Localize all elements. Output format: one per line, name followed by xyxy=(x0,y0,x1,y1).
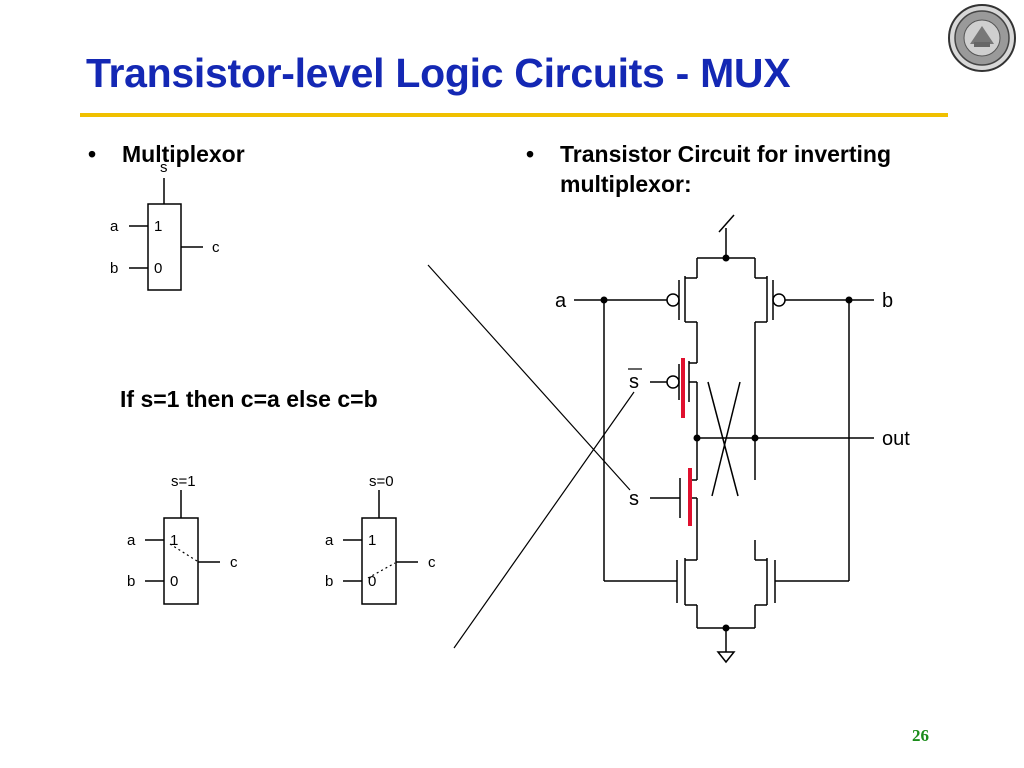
mux-s0-input-b-label: b xyxy=(325,573,333,590)
mux-s1-output-label: c xyxy=(230,554,238,571)
mux-select-label: s xyxy=(160,159,168,176)
bullet-multiplexor: • Multiplexor xyxy=(88,139,245,169)
mux-port-0-label: 0 xyxy=(154,260,162,277)
page-number: 26 xyxy=(912,726,929,745)
mux-output-label: c xyxy=(212,239,220,256)
circuit-select-label: s xyxy=(629,488,639,510)
bullet-multiplexor-text: Multiplexor xyxy=(122,141,245,167)
circuit-input-b-label: b xyxy=(882,290,893,312)
mux-s0-output-label: c xyxy=(428,554,436,571)
mux-s1-input-a-label: a xyxy=(127,532,136,549)
transistor-circuit xyxy=(574,214,874,664)
junction-dots xyxy=(600,254,853,632)
guide-line-s xyxy=(427,264,631,491)
mux-s1-port-0-label: 0 xyxy=(170,573,178,590)
bullet-dot: • xyxy=(526,141,535,167)
mux-s0-select-label: s=0 xyxy=(369,473,394,490)
mux-select-1 xyxy=(145,490,220,605)
mux-s0-input-a-label: a xyxy=(325,532,334,549)
mux-input-b-label: b xyxy=(110,260,118,277)
mux-select-0 xyxy=(343,490,418,605)
mux-symbol xyxy=(129,178,203,291)
mux-s1-select-label: s=1 xyxy=(171,473,196,490)
mux-input-a-label: a xyxy=(110,218,119,235)
circuit-output-label: out xyxy=(882,428,910,450)
title-underline xyxy=(80,113,948,117)
circuit-select-bar-label: s xyxy=(629,371,639,393)
mux-rule-text: If s=1 then c=a else c=b xyxy=(120,386,378,412)
mux-s1-port-1-label: 1 xyxy=(170,532,178,549)
slide-title: Transistor-level Logic Circuits - MUX xyxy=(86,50,791,96)
mux-port-1-label: 1 xyxy=(154,218,162,235)
mux-s0-port-0-label: 0 xyxy=(368,573,376,590)
bullet-transistor-circuit-text: Transistor Circuit for inverting multipl… xyxy=(560,141,891,197)
highlight-bars xyxy=(681,358,692,526)
university-seal-logo xyxy=(948,4,1016,72)
guide-line-s-bar xyxy=(453,391,635,649)
bullet-transistor-circuit: • Transistor Circuit for inverting multi… xyxy=(526,139,906,199)
circuit-input-a-label: a xyxy=(555,290,567,312)
mux-s1-input-b-label: b xyxy=(127,573,135,590)
mux-s0-port-1-label: 1 xyxy=(368,532,376,549)
bullet-dot: • xyxy=(88,141,97,167)
